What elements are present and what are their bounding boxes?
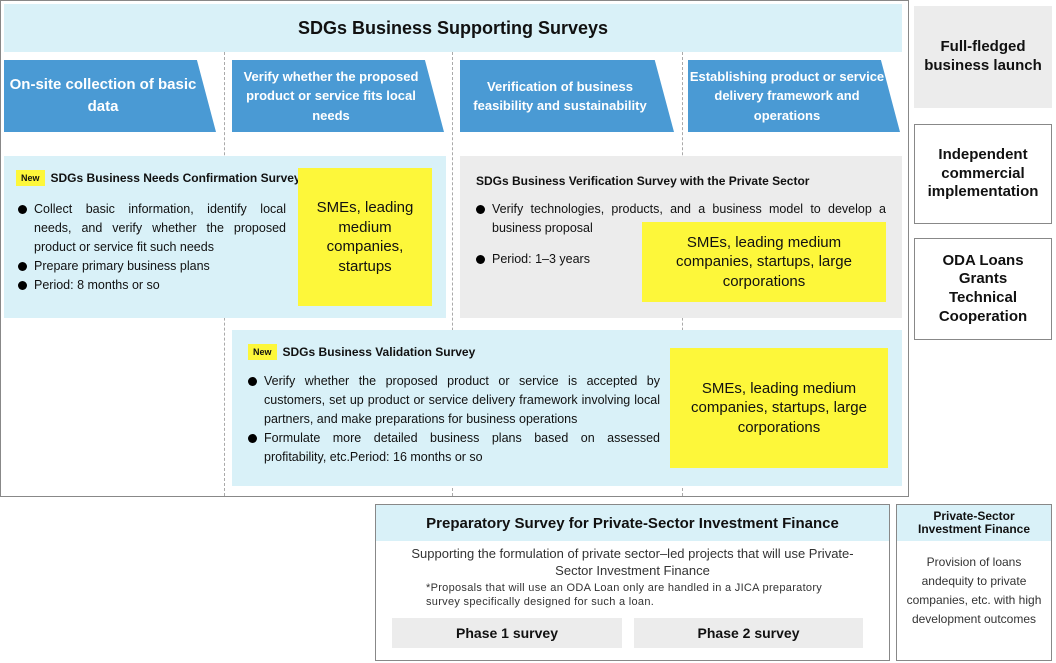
phase-1-survey: Phase 1 survey bbox=[392, 618, 622, 648]
new-badge: New bbox=[248, 344, 277, 360]
preparatory-note: *Proposals that will use an ODA Loan onl… bbox=[426, 582, 823, 608]
stage-2-arrow: Verify whether the proposed product or s… bbox=[232, 60, 444, 132]
bullet: Prepare primary business plans bbox=[18, 257, 286, 276]
validation-bullets: Verify whether the proposed product or s… bbox=[248, 372, 660, 467]
bullet: Period: 8 months or so bbox=[18, 276, 286, 295]
psif-box: Private-Sector Investment Finance Provis… bbox=[896, 504, 1052, 661]
bullet: Verify whether the proposed product or s… bbox=[248, 372, 660, 429]
needs-target: SMEs, leading medium companies, startups bbox=[298, 168, 432, 306]
verification-survey-box: SDGs Business Verification Survey with t… bbox=[460, 156, 902, 318]
bullet: Period: 1–3 years bbox=[476, 250, 632, 269]
stage-3-arrow: Verification of business feasibility and… bbox=[460, 60, 674, 132]
validation-target: SMEs, leading medium companies, startups… bbox=[670, 348, 888, 468]
preparatory-description: Supporting the formulation of private se… bbox=[411, 546, 854, 578]
stage-4-arrow: Establishing product or service delivery… bbox=[688, 60, 900, 132]
needs-survey-box: New SDGs Business Needs Confirmation Surv… bbox=[4, 156, 446, 318]
preparatory-survey-title: Preparatory Survey for Private-Sector In… bbox=[376, 505, 889, 541]
verification-bullets: Verify technologies, products, and a bus… bbox=[476, 200, 886, 269]
psif-description: Provision of loans andequity to private … bbox=[906, 555, 1042, 626]
bullet: Formulate more detailed business plans b… bbox=[248, 429, 660, 467]
preparatory-survey-box: Preparatory Survey for Private-Sector In… bbox=[375, 504, 890, 661]
diagram-title: SDGs Business Supporting Surveys bbox=[4, 4, 902, 52]
sdgs-surveys-frame bbox=[0, 0, 909, 497]
validation-survey-title: SDGs Business Validation Survey bbox=[282, 345, 476, 359]
needs-survey-title: SDGs Business Needs Confirmation Survey bbox=[50, 171, 301, 185]
bullet: Collect basic information, identify loca… bbox=[18, 200, 286, 257]
oda-loans-box: ODA Loans Grants Technical Cooperation bbox=[914, 238, 1052, 340]
needs-bullets: Collect basic information, identify loca… bbox=[18, 200, 286, 295]
full-fledged-launch-box: Full-fledged business launch bbox=[914, 6, 1052, 108]
phase-2-survey: Phase 2 survey bbox=[634, 618, 863, 648]
validation-survey-box: New SDGs Business Validation Survey Verif… bbox=[232, 330, 902, 486]
independent-implementation-box: Independent commercial implementation bbox=[914, 124, 1052, 224]
bullet: Verify technologies, products, and a bus… bbox=[476, 200, 886, 238]
divider bbox=[452, 52, 453, 496]
psif-title: Private-Sector Investment Finance bbox=[897, 505, 1051, 541]
verification-target: SMEs, leading medium companies, startups… bbox=[642, 222, 886, 302]
stage-1-arrow: On-site collection of basic data bbox=[4, 60, 216, 132]
verification-survey-title: SDGs Business Verification Survey with t… bbox=[476, 174, 810, 188]
new-badge: New bbox=[16, 170, 45, 186]
